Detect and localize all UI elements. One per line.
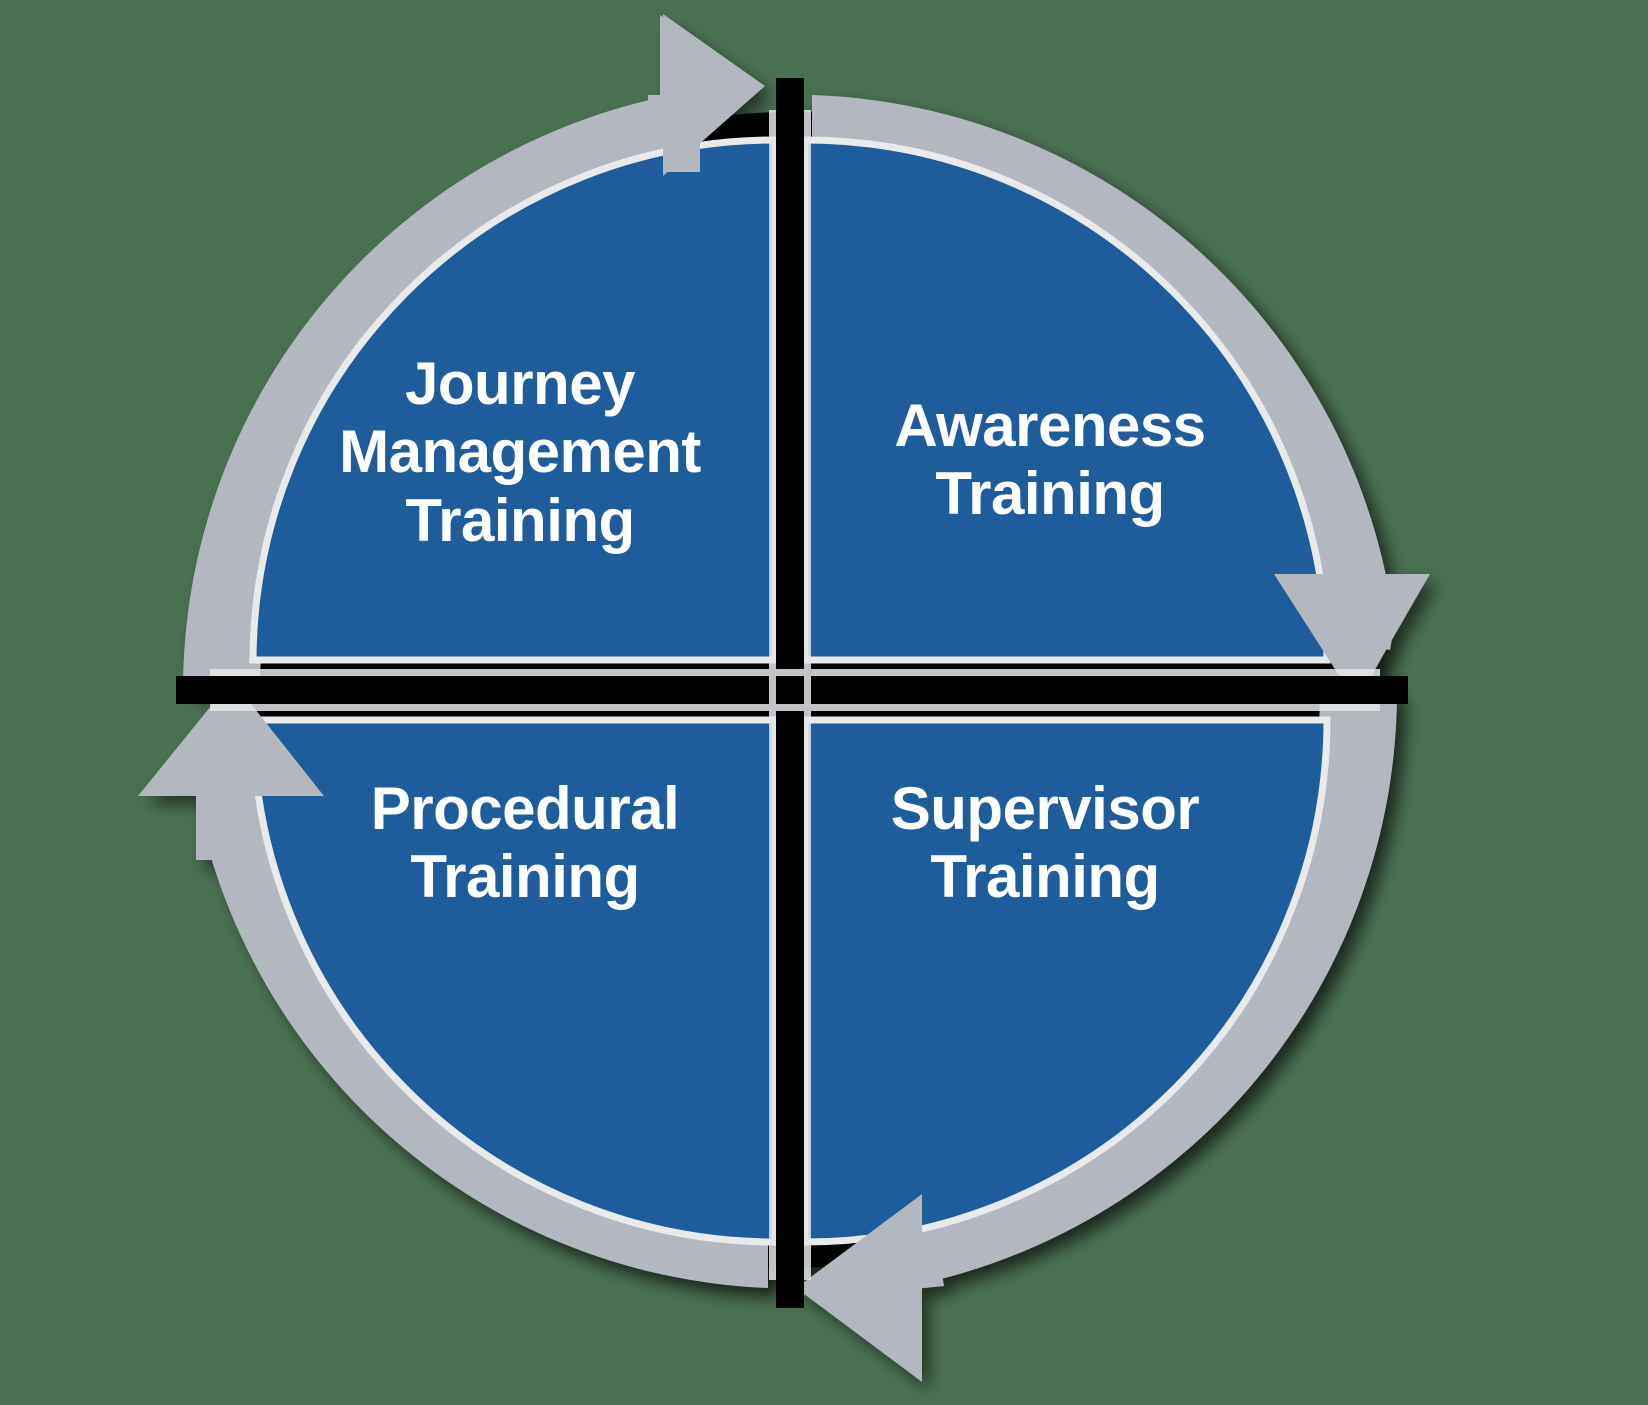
segment-label-awareness-training: Awareness Training <box>894 392 1206 528</box>
segment-label-supervisor-training: Supervisor Training <box>890 775 1200 911</box>
arrow-bottom-head-icon <box>796 1194 922 1382</box>
arrow-right-head-icon <box>1274 574 1430 702</box>
divider-seam-highlights <box>210 110 1380 1280</box>
segment-procedural-training[interactable] <box>249 716 779 1246</box>
segment-label-journey-management-training: Journey Management Training <box>339 350 701 554</box>
segment-awareness-training[interactable] <box>801 136 1331 664</box>
arrow-left-head-icon <box>138 680 324 796</box>
divider-cross <box>176 78 1408 1308</box>
arrow-top-head-icon <box>663 14 765 176</box>
segment-label-procedural-training: Procedural Training <box>370 775 680 911</box>
